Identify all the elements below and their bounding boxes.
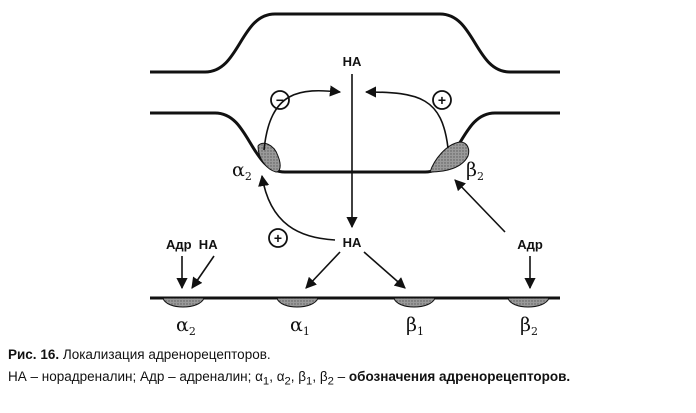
label-post-alpha1: α1	[290, 314, 310, 338]
plus-sign-top-circle	[432, 90, 452, 110]
legend-part: , β	[312, 369, 328, 384]
label-post-beta1: β1	[406, 314, 424, 338]
label-post-alpha2: α2	[176, 314, 196, 338]
figure-title: Локализация адренорецепторов.	[59, 347, 271, 362]
legend-part: , α	[269, 369, 285, 384]
legend-part: –	[333, 369, 349, 384]
label-presyn-alpha2: α2	[232, 159, 252, 183]
caption-title-line: Рис. 16. Локализация адренорецепторов.	[8, 344, 692, 366]
arrow-na-to-alpha1	[305, 251, 341, 289]
legend-text: НА – норадреналин; Адр – адреналин; α	[8, 369, 263, 384]
figure-label: Рис. 16.	[8, 347, 60, 362]
arrow-na-to-alpha2	[258, 174, 336, 241]
arrow-adr-to-beta2	[454, 179, 506, 233]
label-adr-right: Адр	[517, 237, 543, 252]
adrenoreceptor-diagram: − + + НА НА Адр НА Адр α2 β2 α2 α1 β1 β2	[150, 12, 560, 338]
terminal-lower-outline	[150, 111, 560, 174]
presynaptic-beta2-receptor	[429, 141, 470, 173]
plus-sign-top: +	[438, 92, 446, 108]
postsynaptic-receptor-beta2	[507, 297, 550, 308]
label-presyn-beta2: β2	[466, 159, 484, 183]
legend-sub-3: 1	[306, 375, 313, 388]
arrow-na-to-beta1	[363, 251, 406, 289]
minus-sign-circle	[270, 90, 290, 110]
legend-part: , β	[290, 369, 307, 384]
minus-sign: −	[276, 92, 284, 108]
presynaptic-alpha2-receptor	[257, 142, 281, 173]
postsynaptic-receptor-alpha1	[276, 297, 319, 308]
terminal-upper-outline	[150, 12, 560, 74]
label-na-top: НА	[343, 54, 362, 69]
caption-legend-line: НА – норадреналин; Адр – адреналин; α1, …	[8, 366, 692, 393]
arrow-from-beta2-top	[364, 86, 449, 149]
plus-sign-lower-circle	[268, 228, 288, 248]
legend-bold-text: обозначения адренорецепторов.	[348, 369, 571, 384]
legend-sub-2: 2	[284, 375, 291, 388]
postsynaptic-receptor-alpha2	[162, 297, 205, 308]
label-na-middle: НА	[343, 235, 362, 250]
figure-caption: Рис. 16. Локализация адренорецепторов. Н…	[8, 344, 692, 393]
legend-sub-1: 1	[262, 375, 270, 388]
plus-sign-lower: +	[274, 230, 282, 246]
label-post-beta2: β2	[520, 314, 538, 338]
legend-sub-4: 2	[327, 375, 334, 388]
label-adr-na-left: Адр НА	[166, 237, 218, 252]
arrow-na-left-down	[191, 255, 215, 289]
postsynaptic-receptor-beta1	[393, 297, 436, 308]
